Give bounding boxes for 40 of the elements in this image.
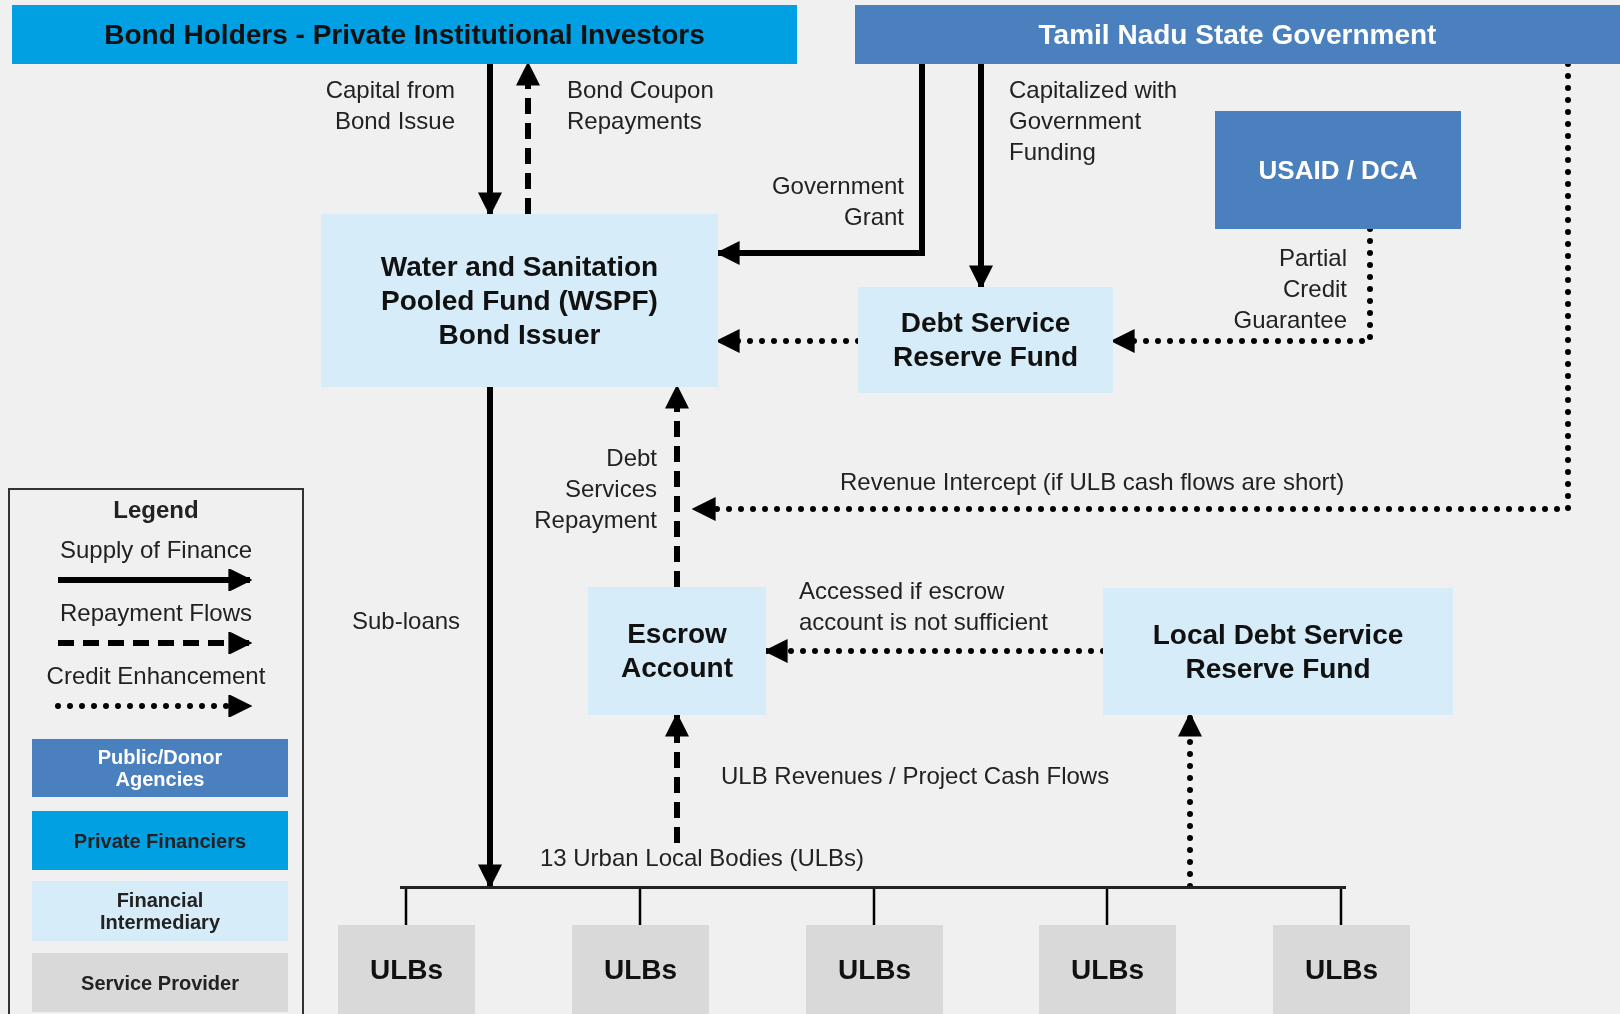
edge-label: Partial Credit Guarantee — [1232, 243, 1347, 335]
agency-box: USAID / DCA — [1215, 111, 1461, 229]
edge-label: Government Grant — [770, 171, 904, 232]
escrow-box: Escrow Account — [588, 587, 766, 715]
connector-line — [638, 889, 642, 925]
government-bar: Tamil Nadu State Government — [855, 5, 1620, 64]
reserve-fund-box: Debt Service Reserve Fund — [858, 287, 1113, 393]
bus-line — [400, 886, 1346, 889]
ulb-box: ULBs — [806, 925, 943, 1014]
legend-text: Private Financiers — [72, 829, 248, 852]
fund-box: Water and Sanitation Pooled Fund (WSPF) Bond Issuer — [321, 214, 718, 387]
edge-label: Revenue Intercept (if ULB cash flows are short) — [840, 467, 1346, 497]
edge-label: Capitalized with Government Funding — [1009, 75, 1179, 167]
legend-text: Supply of Finance — [58, 536, 254, 564]
ulb-group-text: 13 Urban Local Bodies (ULBs) — [522, 843, 882, 873]
reserve-fund-box: Local Debt Service Reserve Fund — [1103, 588, 1453, 715]
legend-title: Legend — [112, 496, 200, 524]
legend-text: Credit Enhancement — [45, 662, 267, 690]
edge-label: Sub-loans — [352, 606, 462, 636]
edge-label: Debt Services Repayment — [533, 443, 657, 535]
legend-text: Public/Donor Agencies — [96, 746, 224, 790]
edge-label: ULB Revenues / Project Cash Flows — [721, 761, 1111, 791]
ulb-box: ULBs — [338, 925, 475, 1014]
connector-line — [404, 889, 408, 925]
ulb-box: ULBs — [1039, 925, 1176, 1014]
connector-line — [1105, 889, 1109, 925]
edge-label: Bond Coupon Repayments — [567, 75, 715, 136]
ulb-box: ULBs — [572, 925, 709, 1014]
arrow — [478, 387, 502, 889]
investor-bar: Bond Holders - Private Institutional Investors — [12, 5, 797, 64]
legend-text: Repayment Flows — [58, 599, 254, 627]
legend-text: Service Provider — [80, 971, 240, 994]
edge-label: Accessed if escrow account is not sufficient — [799, 576, 1050, 637]
arrow — [969, 64, 993, 290]
ulb-box: ULBs — [1273, 925, 1410, 1014]
legend-text: Financial Intermediary — [98, 889, 222, 933]
arrow — [478, 64, 502, 217]
connector-line — [872, 889, 876, 925]
connector-line — [1339, 889, 1343, 925]
edge-label: Capital from Bond Issue — [324, 75, 455, 136]
